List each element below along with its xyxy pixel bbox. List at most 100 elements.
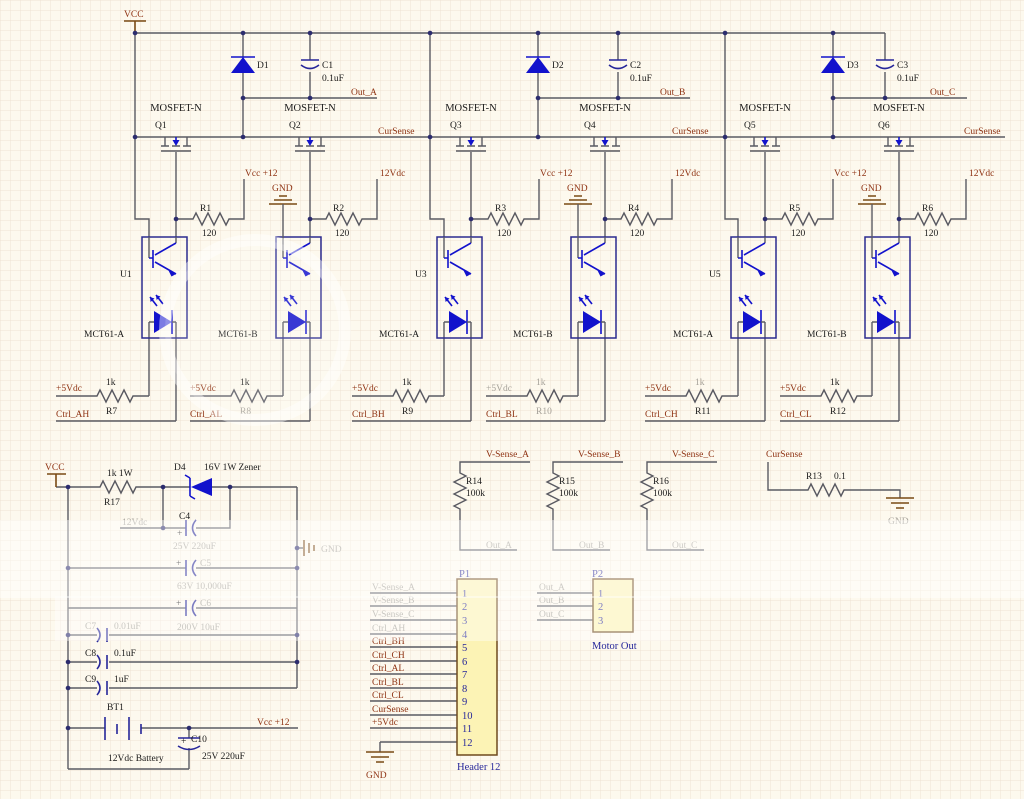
net-label: Out_C bbox=[930, 88, 955, 98]
net-label: Out_B bbox=[539, 596, 564, 606]
res-ref: R6 bbox=[922, 204, 933, 214]
res-value: 1k bbox=[695, 378, 705, 388]
net-label: V-Sense_C bbox=[372, 610, 414, 620]
phase-b: GND D2 C2 0.1uF Out_B CurSense MOSFET-N … bbox=[352, 33, 708, 422]
diode-ref: D3 bbox=[847, 61, 859, 71]
net-label: VCC bbox=[124, 10, 144, 20]
phase-a-wires bbox=[56, 33, 378, 422]
res-ref: R8 bbox=[240, 407, 251, 417]
res-value: 120 bbox=[335, 229, 350, 239]
mosfet-ref: Q3 bbox=[450, 121, 462, 131]
res-ref: R15 bbox=[559, 477, 575, 487]
cap-value: 0.01uF bbox=[114, 622, 141, 632]
net-label: Vcc +12 bbox=[245, 169, 278, 179]
svg-text:GND: GND bbox=[321, 545, 342, 555]
cap-value: 1uF bbox=[114, 675, 129, 685]
res-ref: R4 bbox=[628, 204, 639, 214]
res-ref: R2 bbox=[333, 204, 344, 214]
cap-ref: C4 bbox=[179, 512, 190, 522]
opto-type: MCT61-A bbox=[379, 330, 419, 340]
vcc-power-port: VCC bbox=[45, 463, 66, 487]
net-label: 12Vdc bbox=[380, 169, 405, 179]
cap-value: 0.1uF bbox=[114, 649, 136, 659]
cap-value: 0.1uF bbox=[322, 74, 344, 84]
connector-name: Header 12 bbox=[457, 762, 500, 773]
net-label: Ctrl_AH bbox=[372, 624, 405, 634]
power-supply-section: VCC 1k 1W R17 D4 16V 1W Zener 12Vdc C4 +… bbox=[45, 463, 342, 770]
part-type: MOSFET-N bbox=[445, 103, 497, 114]
net-label: Vcc +12 bbox=[540, 169, 573, 179]
gnd-port: GND bbox=[303, 540, 342, 556]
res-value: 120 bbox=[497, 229, 512, 239]
res-value: 100k bbox=[466, 489, 485, 499]
plus-sign: + bbox=[177, 529, 182, 539]
phase-a: GND D1 C1 0.1uF Out_A CurSense MOSFET-N … bbox=[56, 33, 414, 422]
cap-ref: C5 bbox=[200, 559, 211, 569]
gnd-port: GND bbox=[563, 184, 593, 238]
mosfet-ref: Q6 bbox=[878, 121, 890, 131]
part-type: MOSFET-N bbox=[873, 103, 925, 114]
net-label: Ctrl_BL bbox=[486, 410, 518, 420]
current-shunt: CurSense R13 0.1 GND bbox=[766, 450, 915, 527]
part-type: MOSFET-N bbox=[150, 103, 202, 114]
net-label: V-Sense_B bbox=[578, 450, 620, 460]
res-ref: R14 bbox=[466, 477, 482, 487]
p1-wires bbox=[370, 592, 457, 752]
cap-value: 0.1uF bbox=[897, 74, 919, 84]
net-label: V-Sense_A bbox=[372, 583, 415, 593]
res-value: 1k bbox=[240, 378, 250, 388]
cap-value: 25V 220uF bbox=[202, 752, 245, 762]
res-value: 0.1 bbox=[834, 472, 846, 482]
cap-value: 0.1uF bbox=[630, 74, 652, 84]
net-label: CurSense bbox=[672, 127, 708, 137]
battery-value: 12Vdc Battery bbox=[108, 754, 164, 764]
res-value: 100k bbox=[559, 489, 578, 499]
net-label: Ctrl_CH bbox=[372, 651, 405, 661]
pin-number: 1 bbox=[598, 589, 603, 600]
cap-value: 200V 10uF bbox=[177, 623, 220, 633]
res-ref: R5 bbox=[789, 204, 800, 214]
net-label: Ctrl_CL bbox=[372, 691, 404, 701]
battery-ref: BT1 bbox=[107, 703, 124, 713]
net-label: Out_B bbox=[579, 541, 604, 551]
opto-type: MCT61-B bbox=[807, 330, 847, 340]
mosfet-ref: Q1 bbox=[155, 121, 167, 131]
p2-body bbox=[592, 578, 634, 633]
net-label: +5Vdc bbox=[56, 384, 82, 394]
connector-p2: P2 1 2 3 Out_A Out_B Out_C Motor Out bbox=[537, 569, 637, 652]
net-label: CurSense bbox=[378, 127, 414, 137]
net-label: Ctrl_CL bbox=[780, 410, 812, 420]
gnd-label: GND bbox=[366, 771, 387, 781]
net-label: +5Vdc bbox=[190, 384, 216, 394]
net-label: CurSense bbox=[372, 705, 408, 715]
cap-ref: C8 bbox=[85, 649, 96, 659]
res-value: 1k bbox=[830, 378, 840, 388]
res-value: 1k bbox=[106, 378, 116, 388]
svg-text:GND: GND bbox=[861, 184, 882, 194]
gnd-label: GND bbox=[888, 517, 909, 527]
net-label: 12Vdc bbox=[969, 169, 994, 179]
net-label: 12Vdc bbox=[675, 169, 700, 179]
pin-number: 10 bbox=[462, 711, 473, 722]
pin-number: 3 bbox=[462, 616, 467, 627]
mosfet-ref: Q4 bbox=[584, 121, 596, 131]
cap-ref: C10 bbox=[191, 735, 207, 745]
res-ref: R12 bbox=[830, 407, 846, 417]
psu-wires bbox=[56, 486, 303, 770]
pin-number: 7 bbox=[462, 670, 467, 681]
res-ref: R17 bbox=[104, 498, 120, 508]
net-label: CurSense bbox=[964, 127, 1000, 137]
cap-value: 25V 220uF bbox=[173, 542, 216, 552]
phase-c: GND D3 C3 0.1uF Out_C CurSense MOSFET-N … bbox=[645, 33, 1000, 422]
cap-ref: C7 bbox=[85, 622, 96, 632]
connector-ref: P1 bbox=[459, 569, 470, 580]
net-label: Ctrl_BL bbox=[372, 678, 404, 688]
net-label: Ctrl_AH bbox=[56, 410, 89, 420]
diode-ref: D2 bbox=[552, 61, 564, 71]
battery-symbol bbox=[104, 717, 142, 740]
opto-type: MCT61-B bbox=[218, 330, 258, 340]
p2-wires bbox=[537, 592, 593, 621]
